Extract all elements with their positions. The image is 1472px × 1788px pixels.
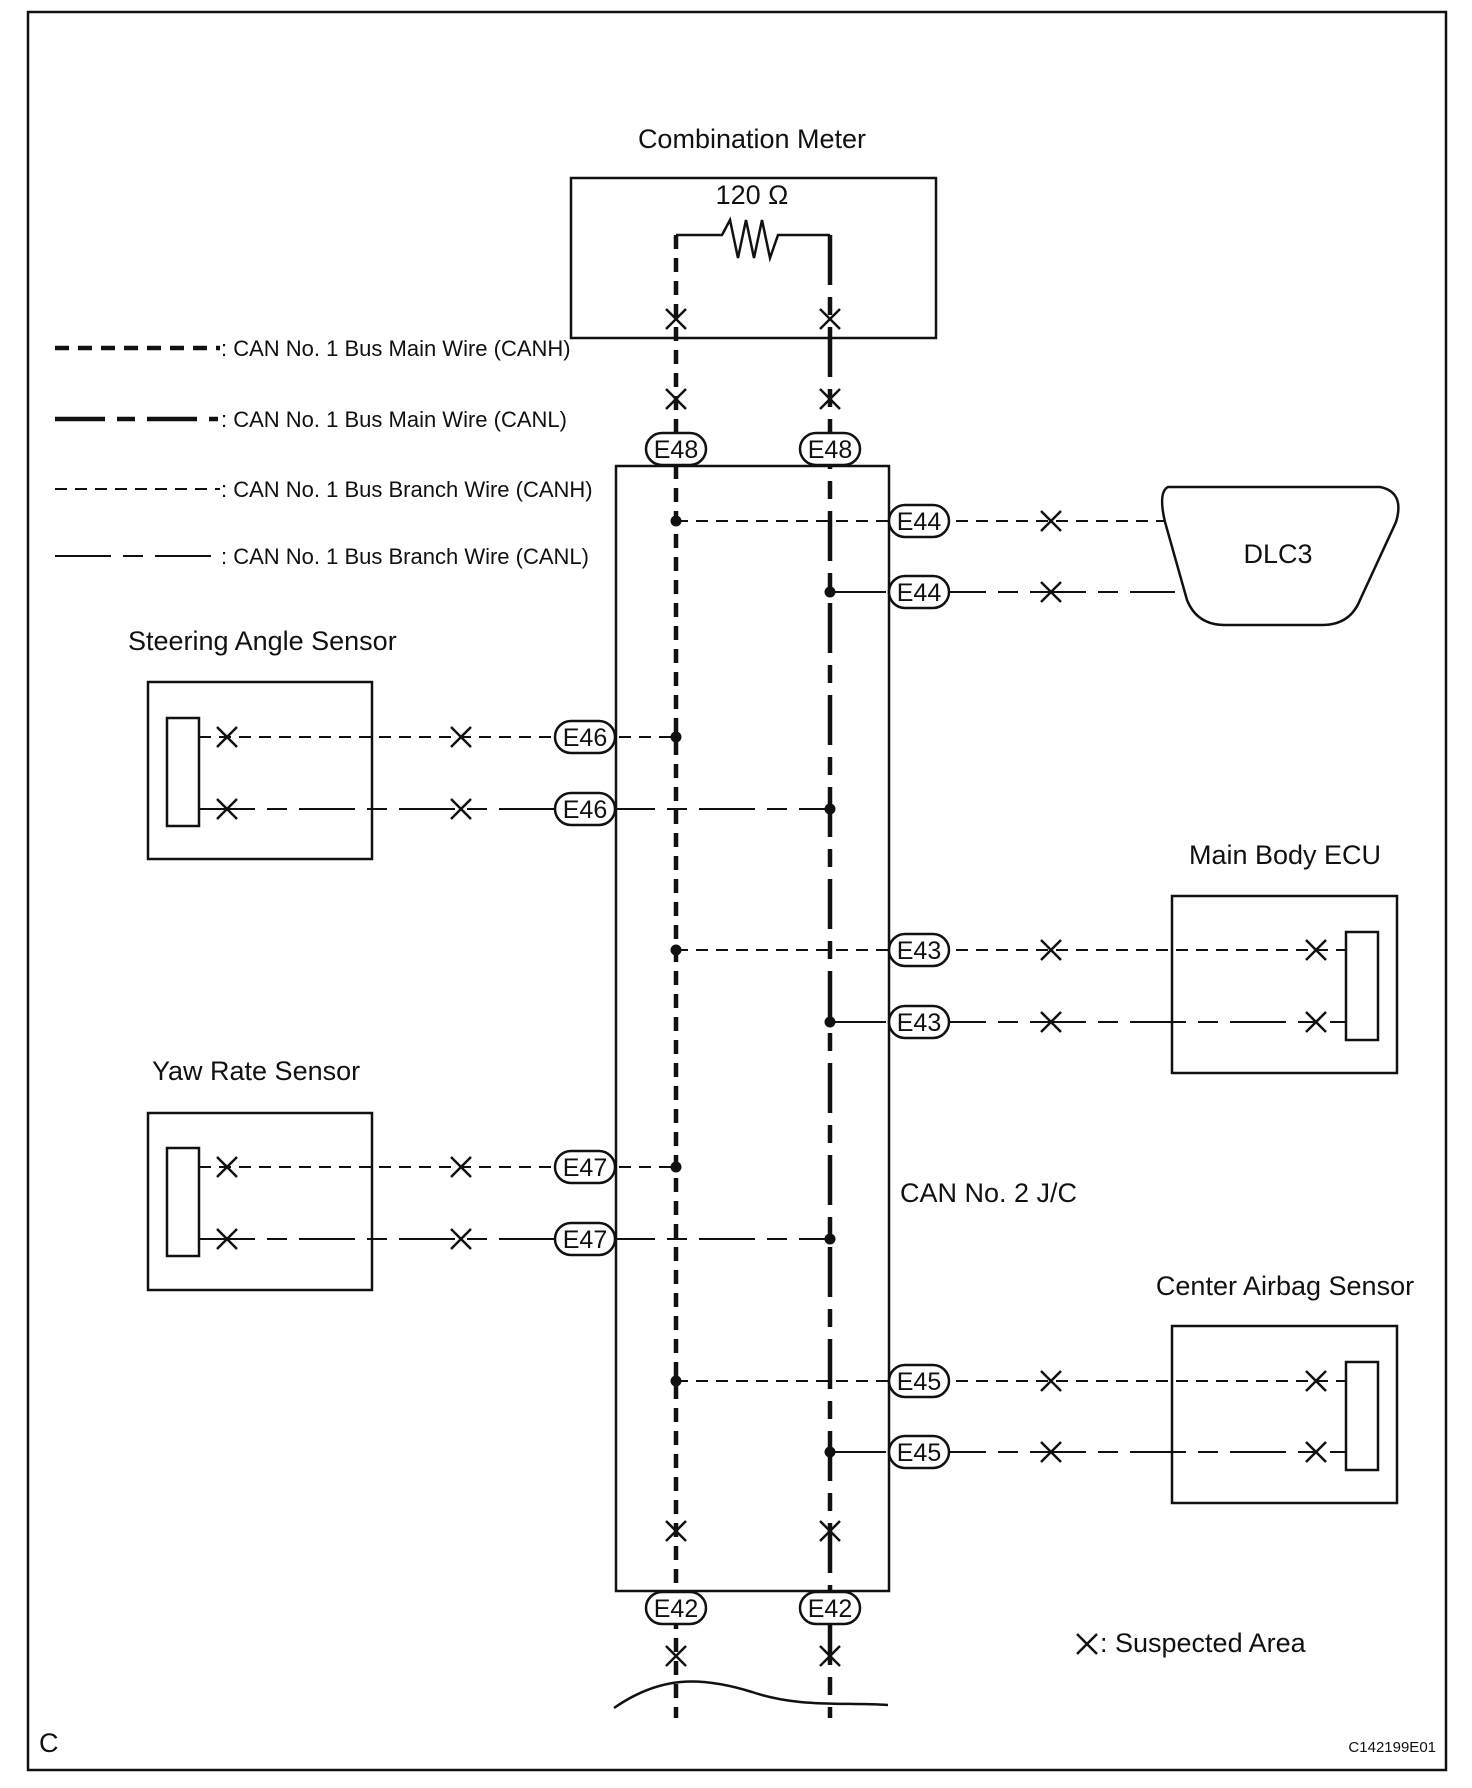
- junction-dot-dlc3-canl: [824, 586, 836, 598]
- x-mark-icon: [665, 1520, 687, 1542]
- svg-text:E46: E46: [563, 724, 607, 752]
- connector-e46-canl: E46: [553, 791, 617, 827]
- x-mark-icon: [1040, 939, 1062, 961]
- svg-text:E44: E44: [897, 579, 942, 607]
- center-airbag-sensor-label: Center Airbag Sensor: [1156, 1271, 1414, 1301]
- yaw-rate-sensor-label: Yaw Rate Sensor: [152, 1056, 360, 1086]
- svg-text:E43: E43: [897, 937, 941, 965]
- connector-e42-canh: E42: [644, 1590, 708, 1626]
- x-mark-icon: [216, 798, 238, 820]
- yaw-rate-sensor-terminal: [165, 1146, 201, 1258]
- svg-text:E45: E45: [897, 1439, 941, 1467]
- svg-text:E48: E48: [808, 436, 852, 464]
- junction-dot-mainbody-canl: [824, 1016, 836, 1028]
- connector-e43-canl: E43: [887, 1004, 951, 1040]
- junction-dot-airbag-canl: [824, 1446, 836, 1458]
- connector-e46-canh: E46: [553, 719, 617, 755]
- svg-text:E42: E42: [654, 1595, 698, 1623]
- connector-e43-canh: E43: [887, 932, 951, 968]
- x-mark-icon: [665, 388, 687, 410]
- connector-e44-canl: E44: [887, 574, 951, 610]
- svg-text:E42: E42: [808, 1595, 852, 1623]
- svg-text:E43: E43: [897, 1009, 941, 1037]
- x-mark-icon: [1040, 1011, 1062, 1033]
- x-mark-icon: [1305, 939, 1327, 961]
- dlc3-label: DLC3: [1243, 539, 1312, 569]
- legend-branch-canl: : CAN No. 1 Bus Branch Wire (CANL): [221, 544, 589, 569]
- steering-angle-sensor-terminal: [165, 716, 201, 828]
- svg-text:E45: E45: [897, 1368, 941, 1396]
- junction-dot-steering-canl: [824, 803, 836, 815]
- legend-branch-canh: : CAN No. 1 Bus Branch Wire (CANH): [221, 477, 593, 502]
- svg-text:E48: E48: [654, 436, 698, 464]
- dlc3-connector-shape: [1160, 485, 1400, 627]
- connector-e48-canh: E48: [644, 431, 708, 467]
- x-mark-icon: [819, 388, 841, 410]
- connector-e42-canl: E42: [798, 1590, 862, 1626]
- x-mark-icon: [665, 308, 687, 330]
- steering-angle-sensor-label: Steering Angle Sensor: [128, 626, 397, 656]
- junction-dot-yaw-canl: [824, 1233, 836, 1245]
- legend-main-canl: : CAN No. 1 Bus Main Wire (CANL): [221, 407, 567, 432]
- junction-dot-dlc3-canh: [670, 515, 682, 527]
- x-mark-icon: [1040, 510, 1062, 532]
- combination-meter-box: [569, 176, 938, 340]
- x-mark-icon: [1305, 1441, 1327, 1463]
- x-mark-icon: [819, 1645, 841, 1667]
- x-mark-icon: [450, 1156, 472, 1178]
- x-mark-icon: [665, 1645, 687, 1667]
- connector-e47-canl: E47: [553, 1221, 617, 1257]
- corner-letter: C: [39, 1728, 59, 1758]
- svg-text:E46: E46: [563, 796, 607, 824]
- combination-meter-label: Combination Meter: [638, 124, 866, 154]
- connector-e48-canl: E48: [798, 431, 862, 467]
- connector-e44-canh: E44: [887, 503, 951, 539]
- x-mark-icon: [1040, 581, 1062, 603]
- figure-id: C142199E01: [1348, 1739, 1436, 1756]
- x-mark-icon: [450, 1228, 472, 1250]
- x-mark-icon: [1040, 1441, 1062, 1463]
- x-mark-icon: [819, 1520, 841, 1542]
- can-no2-jc-label: CAN No. 2 J/C: [900, 1178, 1077, 1208]
- figure-frame: [26, 10, 1448, 1772]
- suspected-marks: [216, 308, 1327, 1667]
- x-mark-icon: [216, 1228, 238, 1250]
- wire-break-line: [613, 1680, 889, 1710]
- center-airbag-sensor-terminal: [1344, 1360, 1380, 1472]
- svg-text:E44: E44: [897, 508, 942, 536]
- x-mark-icon: [216, 1156, 238, 1178]
- main-body-ecu-terminal: [1344, 930, 1380, 1042]
- suspected-area-icon: [1076, 1633, 1098, 1655]
- connector-e47-canh: E47: [553, 1149, 617, 1185]
- resistor-label: 120 Ω: [716, 180, 789, 210]
- x-mark-icon: [1305, 1011, 1327, 1033]
- x-mark-icon: [1305, 1370, 1327, 1392]
- connector-e45-canl: E45: [887, 1434, 951, 1470]
- main-body-ecu-label: Main Body ECU: [1189, 840, 1381, 870]
- svg-text:E47: E47: [563, 1154, 607, 1182]
- resistor-120-ohm: [676, 216, 830, 263]
- junction-dot-mainbody-canh: [670, 944, 682, 956]
- x-mark-icon: [450, 726, 472, 748]
- can-no2-jc-box: [614, 464, 891, 1593]
- junction-dot-yaw-canh: [670, 1161, 682, 1173]
- svg-text:E47: E47: [563, 1226, 607, 1254]
- junction-dot-airbag-canh: [670, 1375, 682, 1387]
- x-mark-icon: [216, 726, 238, 748]
- x-mark-icon: [819, 308, 841, 330]
- connector-e45-canh: E45: [887, 1363, 951, 1399]
- junction-dot-steering-canh: [670, 731, 682, 743]
- legend-main-canh: : CAN No. 1 Bus Main Wire (CANH): [221, 336, 571, 361]
- x-mark-icon: [1040, 1370, 1062, 1392]
- suspected-area-label: : Suspected Area: [1100, 1628, 1307, 1658]
- x-mark-icon: [450, 798, 472, 820]
